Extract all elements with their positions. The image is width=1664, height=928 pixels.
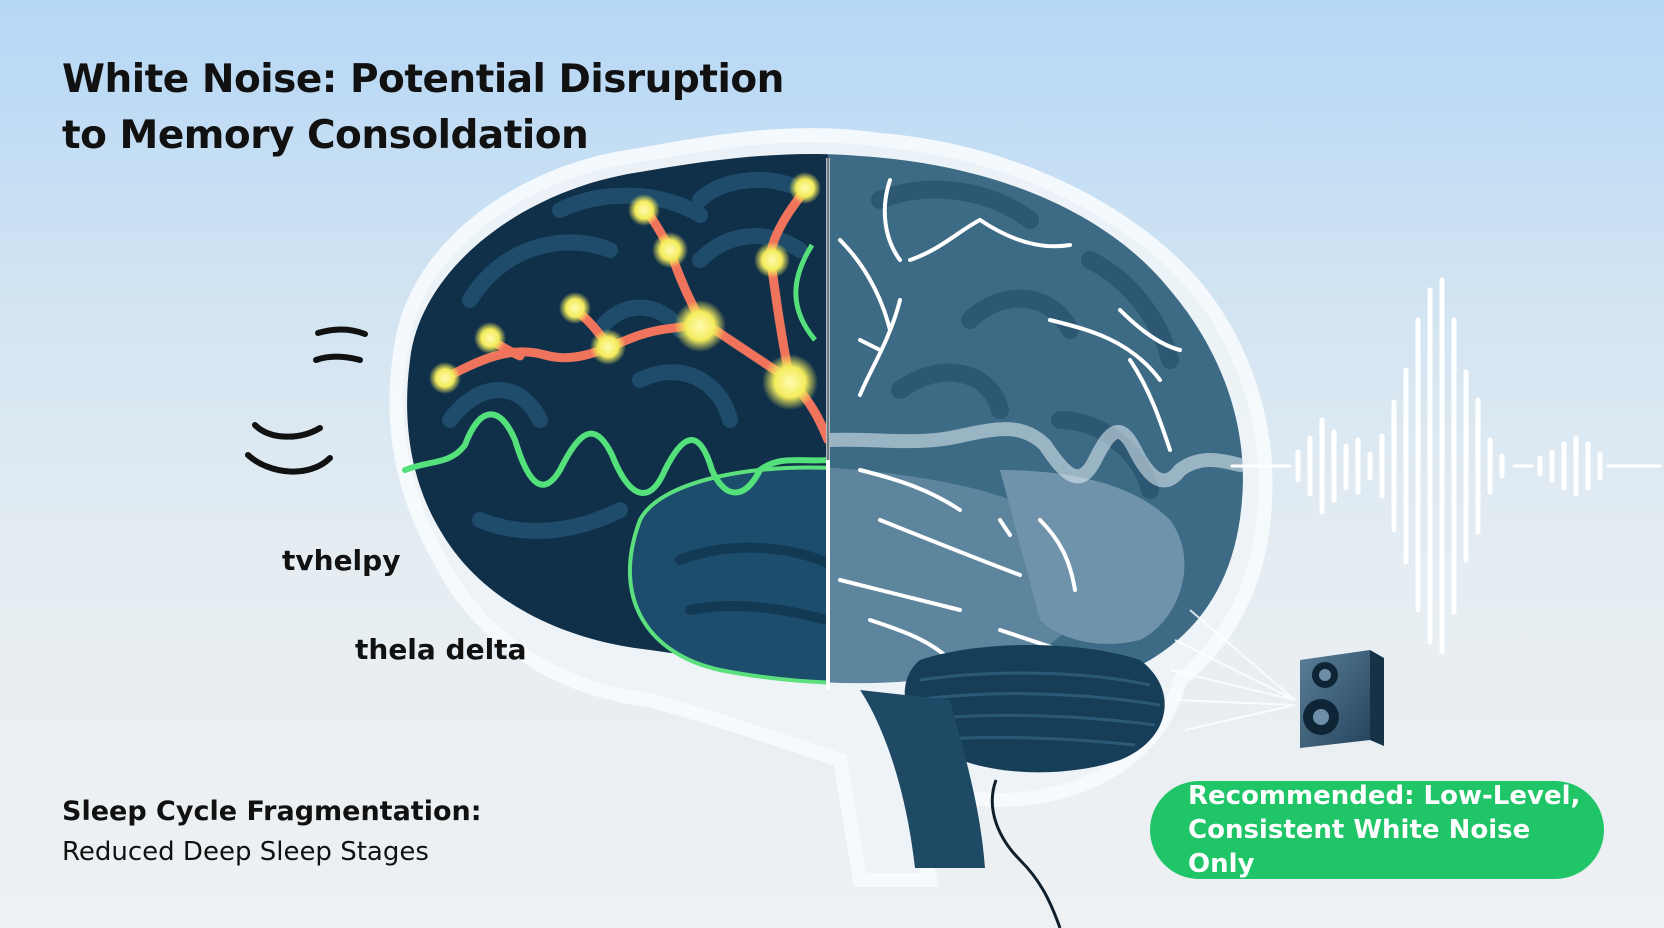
temporal-lobe (628, 465, 828, 685)
recommendation-line-1: Recommended: Low-Level, (1188, 781, 1581, 811)
caption-subtext: Reduced Deep Sleep Stages (62, 837, 429, 867)
recommendation-badge: Recommended: Low-Level, Consistent White… (1150, 781, 1604, 879)
title-line-1: White Noise: Potential Disruption (62, 57, 784, 102)
theta-delta-brainwave (402, 411, 828, 496)
brain-stem (860, 690, 985, 868)
recommendation-line-2: Consistent White Noise Only (1188, 815, 1531, 879)
sleep-cycle-caption: Sleep Cycle Fragmentation: Reduced Deep … (62, 792, 482, 872)
speaker-icon (1300, 650, 1384, 748)
wave-label-lower: thela delta (355, 633, 527, 666)
white-noise-waveform-icon (1230, 277, 1662, 655)
neural-pathway (440, 315, 705, 383)
caption-heading: Sleep Cycle Fragmentation: (62, 796, 482, 827)
wave-label-upper: tvhelpy (282, 544, 401, 577)
synapse-nodes (429, 172, 821, 410)
sound-ripple-icon (245, 326, 368, 475)
title-line-2: to Memory Consoldation (62, 113, 589, 158)
page-title: White Noise: Potential Disruption to Mem… (62, 52, 822, 164)
